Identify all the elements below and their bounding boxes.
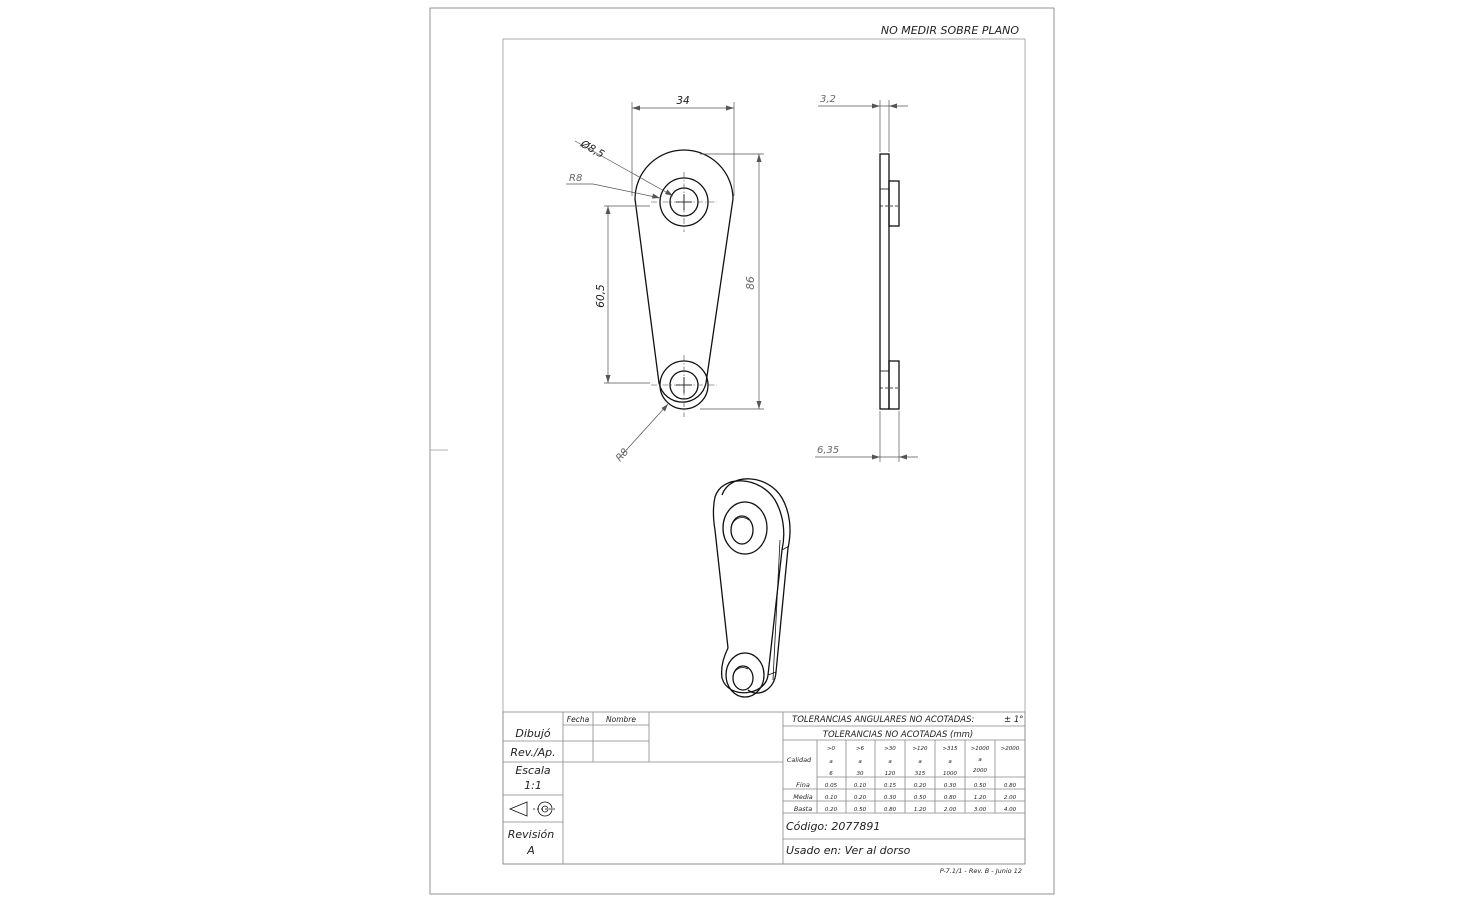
- dim-radius-top-label: R8: [569, 173, 582, 184]
- label-escala: Escala: [515, 764, 551, 777]
- tolerance-row-media: Media 0.10 0.20 0.30 0.50 0.80 1.20 2.00: [793, 793, 1016, 801]
- svg-text:0.10: 0.10: [825, 795, 838, 801]
- svg-text:a: a: [829, 759, 833, 765]
- svg-text:>6: >6: [856, 746, 865, 752]
- svg-text:0.50: 0.50: [914, 795, 927, 801]
- svg-text:a: a: [888, 759, 892, 765]
- tol-linear-label: TOLERANCIAS NO ACOTADAS (mm): [823, 730, 974, 740]
- svg-text:Basta: Basta: [794, 805, 812, 813]
- dim-radius-bottom-label: R8: [614, 447, 631, 464]
- svg-text:Media: Media: [793, 793, 813, 801]
- svg-text:0.50: 0.50: [854, 807, 867, 813]
- svg-text:>1000: >1000: [971, 746, 990, 752]
- tol-angular-value: ± 1°: [1004, 715, 1023, 725]
- part-outline: [634, 149, 734, 403]
- dim-plate-thickness: 3,2: [818, 94, 908, 152]
- svg-text:0.80: 0.80: [944, 795, 957, 801]
- svg-text:6: 6: [829, 771, 833, 777]
- dim-total-thickness: 6,35: [815, 411, 918, 462]
- dim-center-distance: 60,5: [595, 205, 650, 384]
- svg-text:0.05: 0.05: [825, 783, 838, 789]
- front-view: [634, 149, 734, 417]
- svg-text:2000: 2000: [973, 768, 987, 774]
- svg-text:3.00: 3.00: [974, 807, 987, 813]
- dim-total-thickness-label: 6,35: [817, 445, 839, 456]
- usado-en: Usado en: Ver al dorso: [786, 844, 911, 857]
- tol-angular-label: TOLERANCIAS ANGULARES NO ACOTADAS:: [792, 715, 975, 725]
- label-rev-ap: Rev./Ap.: [510, 746, 555, 759]
- svg-text:1000: 1000: [943, 771, 957, 777]
- svg-text:>30: >30: [884, 746, 896, 752]
- iso-front-face: [712, 480, 785, 694]
- outer-border: [429, 7, 1055, 895]
- svg-text:30: 30: [857, 771, 864, 777]
- projection-symbol-icon: [508, 801, 557, 817]
- svg-text:2.00: 2.00: [944, 807, 957, 813]
- svg-text:0.20: 0.20: [914, 783, 927, 789]
- svg-text:a: a: [948, 759, 952, 765]
- footer-ref: P-7.1/1 - Rev. B - Junio 12: [940, 867, 1022, 875]
- svg-text:>0: >0: [827, 746, 836, 752]
- dim-hole-label: Ø8,5: [578, 138, 607, 161]
- svg-text:0.50: 0.50: [974, 783, 987, 789]
- value-revision: A: [526, 844, 535, 857]
- svg-text:0.20: 0.20: [825, 807, 838, 813]
- side-plate: [879, 153, 890, 410]
- svg-text:a: a: [918, 759, 922, 765]
- svg-text:>120: >120: [912, 746, 928, 752]
- calidad-label: Calidad: [787, 756, 812, 764]
- title-block: Fecha Nombre Dibujó Rev./Ap. Escala 1:1 …: [502, 711, 1026, 865]
- svg-text:0.80: 0.80: [884, 807, 897, 813]
- value-escala: 1:1: [524, 779, 542, 792]
- side-bottom-boss: [888, 360, 900, 410]
- svg-text:a: a: [978, 757, 982, 763]
- dim-center-distance-label: 60,5: [595, 284, 607, 308]
- svg-text:315: 315: [915, 771, 926, 777]
- svg-text:0.30: 0.30: [884, 795, 897, 801]
- header-note: NO MEDIR SOBRE PLANO: [881, 24, 1019, 37]
- svg-text:0.20: 0.20: [854, 795, 867, 801]
- dim-radius-top: R8: [566, 173, 661, 199]
- svg-text:2.00: 2.00: [1004, 795, 1017, 801]
- svg-text:1.20: 1.20: [914, 807, 927, 813]
- svg-text:0.10: 0.10: [854, 783, 867, 789]
- svg-text:0.80: 0.80: [1004, 783, 1017, 789]
- dim-length-label: 86: [745, 276, 757, 290]
- side-view: [879, 153, 900, 410]
- svg-text:4.00: 4.00: [1004, 807, 1017, 813]
- range-headers: >0 a 6 >6 a 30 >30 a 120 >120 a 315 >315…: [827, 746, 1020, 777]
- svg-text:1.20: 1.20: [974, 795, 987, 801]
- svg-text:120: 120: [885, 771, 896, 777]
- dim-length: 86: [700, 153, 764, 410]
- dim-radius-bottom: R8: [614, 403, 669, 464]
- label-revision: Revisión: [508, 828, 554, 841]
- svg-text:>315: >315: [942, 746, 958, 752]
- dim-hole: Ø8,5: [574, 138, 674, 197]
- svg-text:0.30: 0.30: [944, 783, 957, 789]
- tolerance-row-fina: Fina 0.05 0.10 0.15 0.20 0.30 0.50 0.80: [796, 781, 1016, 789]
- svg-text:a: a: [858, 759, 862, 765]
- isometric-view: [712, 478, 791, 698]
- dim-width-label: 34: [676, 95, 689, 107]
- side-top-boss: [888, 180, 900, 227]
- dim-plate-thickness-label: 3,2: [820, 94, 836, 105]
- label-dibujo: Dibujó: [515, 727, 551, 740]
- codigo: Código: 2077891: [786, 820, 880, 833]
- svg-text:0.15: 0.15: [884, 783, 897, 789]
- col-fecha: Fecha: [567, 715, 590, 724]
- tolerance-row-basta: Basta 0.20 0.50 0.80 1.20 2.00 3.00 4.00: [794, 805, 1017, 813]
- col-nombre: Nombre: [606, 715, 636, 724]
- dim-width: 34: [631, 95, 735, 196]
- svg-text:Fina: Fina: [796, 781, 810, 789]
- svg-text:>2000: >2000: [1001, 746, 1020, 752]
